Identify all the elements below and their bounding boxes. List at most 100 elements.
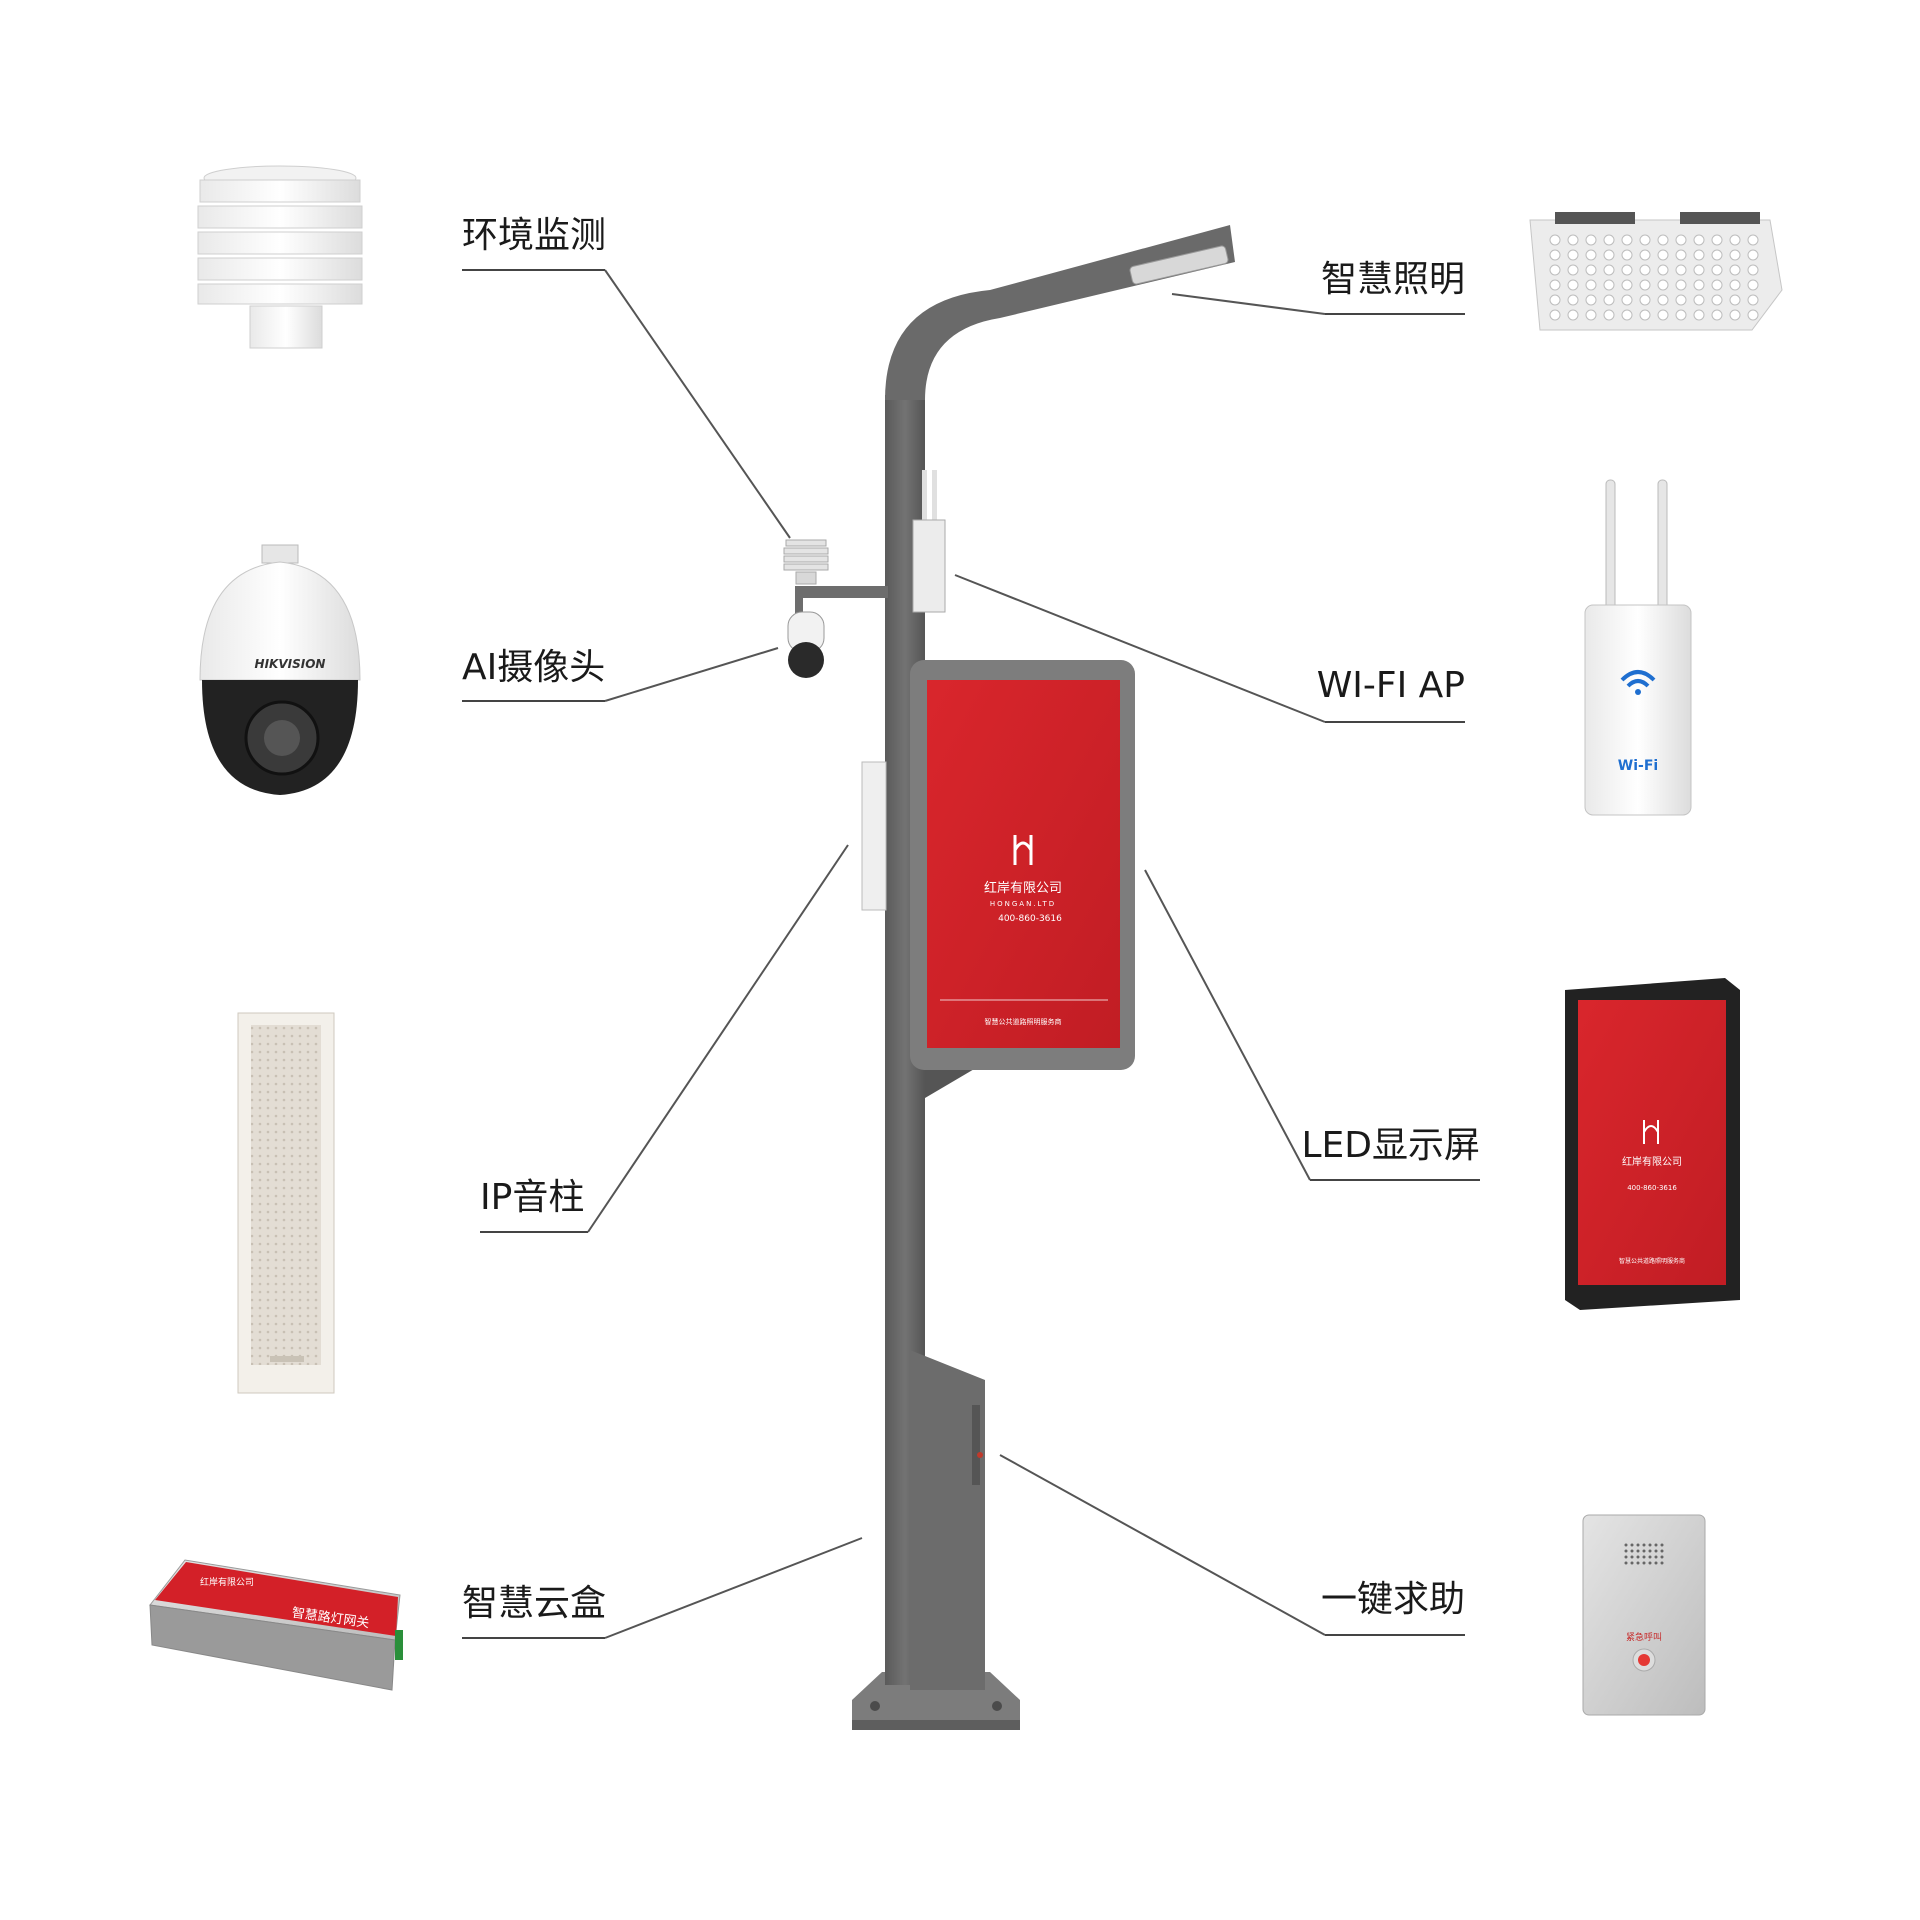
led-dot [1693, 309, 1705, 321]
led-dot [1639, 309, 1651, 321]
label-sos: 一键求助 [1320, 1579, 1465, 1620]
led-dot [1567, 294, 1579, 306]
camera-brand: HIKVISION [255, 657, 326, 671]
led-dot [1657, 234, 1669, 246]
led-dot [1729, 249, 1741, 261]
grill-hole [1636, 1555, 1640, 1559]
grill-hole [1636, 1543, 1640, 1547]
grill-hole [1642, 1549, 1646, 1553]
env-monitor-product [197, 165, 363, 349]
label-speaker: IP音柱 [480, 1177, 585, 1218]
grill-hole [1648, 1543, 1652, 1547]
leader-lighting [1171, 293, 1326, 315]
led-dot [1747, 234, 1759, 246]
led-dot [1693, 294, 1705, 306]
led-dot [1567, 309, 1579, 321]
camera-bracket-drop [795, 586, 803, 616]
led-dot [1603, 264, 1615, 276]
leader-sos [999, 1454, 1326, 1636]
led-dot [1693, 249, 1705, 261]
led-dot [1549, 309, 1561, 321]
led-dot [1603, 309, 1615, 321]
led-dot [1657, 264, 1669, 276]
led-dot [1711, 234, 1723, 246]
grill-hole [1648, 1555, 1652, 1559]
led-product-company: 红岸有限公司 [1622, 1155, 1682, 1168]
pole-cabinet [910, 1350, 985, 1690]
led-dot [1549, 294, 1561, 306]
grill-hole [1636, 1549, 1640, 1553]
leader-led [1144, 869, 1311, 1181]
grill-hole [1654, 1555, 1658, 1559]
led-dot [1729, 264, 1741, 276]
sos-indicator [977, 1452, 983, 1458]
leader-wifi [954, 574, 1326, 723]
led-dot [1729, 294, 1741, 306]
led-dot [1639, 264, 1651, 276]
pole-arm [885, 225, 1235, 400]
label-camera: AI摄像头 [462, 647, 606, 688]
pole-base-edge [852, 1720, 1020, 1730]
leader-cloudbox [604, 1537, 863, 1639]
led-dot [1675, 264, 1687, 276]
wifi-text: Wi-Fi [1618, 758, 1658, 774]
grill-hole [1660, 1555, 1664, 1559]
led-dot [1639, 249, 1651, 261]
grill-hole [1660, 1549, 1664, 1553]
grill-hole [1630, 1561, 1634, 1565]
label-underlines [462, 269, 1480, 1639]
leader-lines [587, 269, 1326, 1639]
base-bolt [870, 1701, 880, 1711]
led-dot [1747, 309, 1759, 321]
grill-hole [1636, 1561, 1640, 1565]
led-dot [1567, 264, 1579, 276]
led-dot [1585, 249, 1597, 261]
led-dot [1675, 249, 1687, 261]
led-dot [1621, 234, 1633, 246]
led-product-phone: 400-860-3616 [1627, 1184, 1677, 1192]
cloudbox-terminal [395, 1630, 403, 1660]
smart-pole: 红岸有限公司 HONGAN.LTD 400-860-3616 智慧公共道路照明服… [783, 225, 1235, 1730]
led-dot [1657, 279, 1669, 291]
label-env: 环境监测 [462, 215, 607, 256]
screen-phone: 400-860-3616 [998, 914, 1062, 924]
camera-small [787, 611, 825, 678]
led-dot [1585, 309, 1597, 321]
grill-hole [1654, 1549, 1658, 1553]
led-dot [1657, 309, 1669, 321]
led-dot [1675, 279, 1687, 291]
led-dot [1675, 294, 1687, 306]
led-dot [1621, 264, 1633, 276]
screen-logo [1013, 835, 1033, 865]
led-dot [1747, 249, 1759, 261]
led-dot [1603, 234, 1615, 246]
label-led: LED显示屏 [1301, 1125, 1480, 1166]
sos-panel-product: 紧急呼叫 [1582, 1514, 1706, 1716]
led-dot [1747, 294, 1759, 306]
led-dot [1747, 279, 1759, 291]
led-dot [1675, 309, 1687, 321]
led-dot [1621, 294, 1633, 306]
led-display-product: 红岸有限公司 400-860-3616 智慧公共道路照明服务商 [1565, 978, 1740, 1310]
led-dot [1729, 234, 1741, 246]
led-dot [1639, 294, 1651, 306]
led-dot [1729, 279, 1741, 291]
led-dot [1657, 294, 1669, 306]
grill-hole [1630, 1543, 1634, 1547]
led-dot [1693, 279, 1705, 291]
led-dot [1549, 249, 1561, 261]
grill-hole [1660, 1561, 1664, 1565]
label-wifi: WI-FI AP [1316, 665, 1465, 706]
led-dot [1639, 279, 1651, 291]
led-dot [1693, 264, 1705, 276]
led-dot [1603, 249, 1615, 261]
screen-company-en: HONGAN.LTD [990, 900, 1056, 908]
leader-env [604, 269, 791, 539]
ip-speaker-product [237, 1012, 335, 1394]
sos-text: 紧急呼叫 [1626, 1631, 1662, 1643]
smart-lighting-product [1529, 212, 1783, 331]
lamp-head [1129, 245, 1229, 285]
label-lighting: 智慧照明 [1320, 259, 1465, 300]
base-bolt [992, 1701, 1002, 1711]
